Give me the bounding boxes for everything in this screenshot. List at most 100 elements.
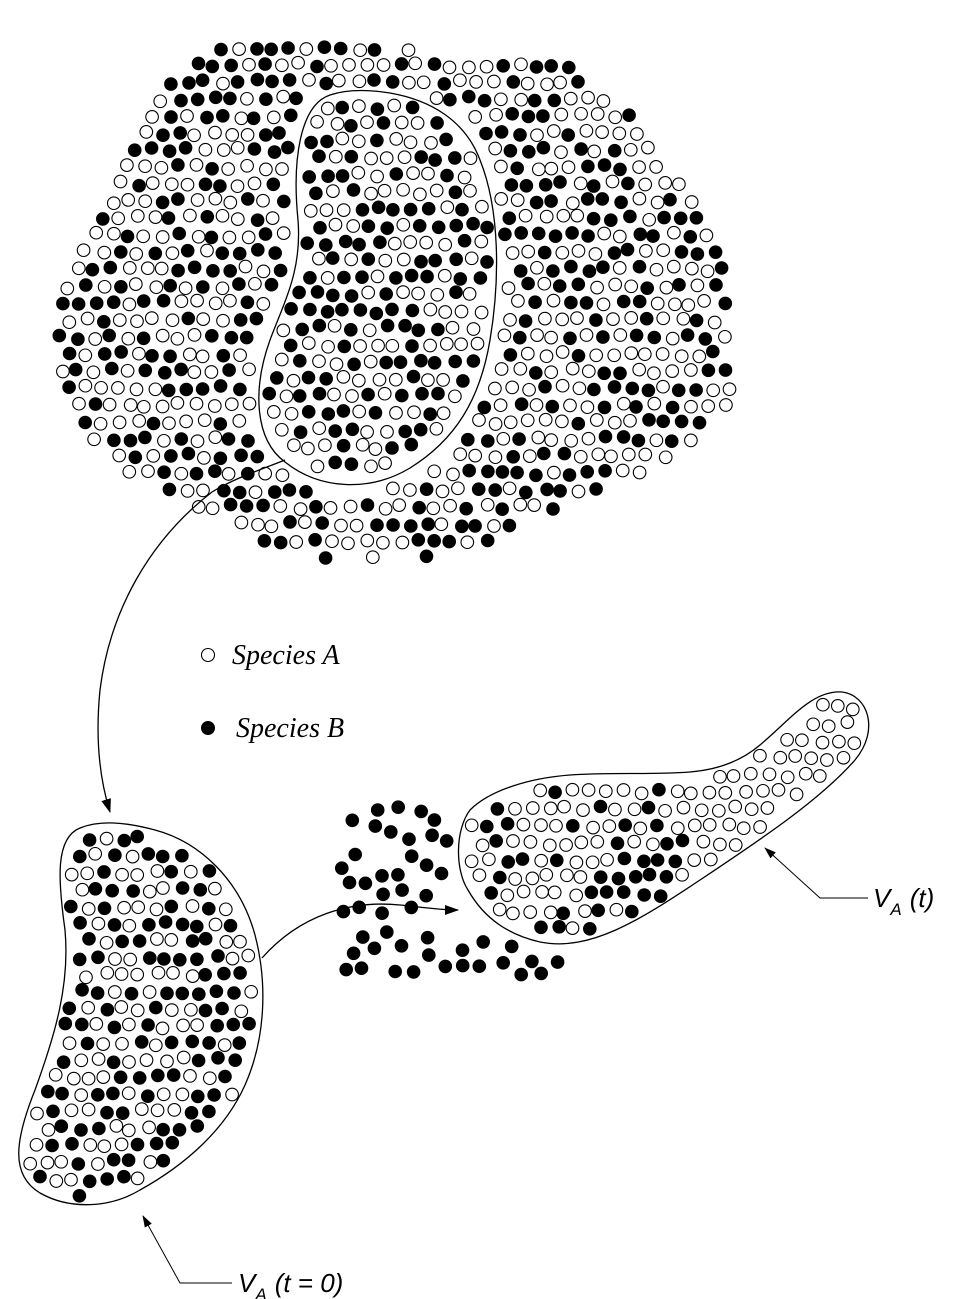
species-b-particle xyxy=(546,400,559,413)
species-b-particle xyxy=(615,196,628,209)
species-a-particle xyxy=(591,414,604,427)
species-a-particle xyxy=(88,433,101,446)
species-a-particle xyxy=(412,287,425,300)
species-a-particle xyxy=(504,314,517,327)
species-b-particle xyxy=(159,367,172,380)
species-b-particle xyxy=(658,211,671,224)
species-b-particle xyxy=(369,820,382,833)
species-a-particle xyxy=(672,822,685,835)
species-a-particle xyxy=(226,1088,239,1101)
species-b-particle xyxy=(458,234,471,247)
species-b-particle xyxy=(109,849,122,862)
species-a-particle xyxy=(476,200,489,213)
species-b-particle xyxy=(156,196,169,209)
species-b-particle xyxy=(251,43,264,56)
species-a-particle xyxy=(540,350,553,363)
species-a-particle xyxy=(79,379,92,392)
species-a-particle xyxy=(572,485,585,498)
species-a-particle xyxy=(166,314,179,327)
species-a-particle xyxy=(113,416,126,429)
species-b-particle xyxy=(259,228,272,241)
species-a-particle xyxy=(703,786,716,799)
species-a-particle xyxy=(276,59,289,72)
species-a-particle xyxy=(121,365,134,378)
species-a-particle xyxy=(320,204,333,217)
species-b-particle xyxy=(165,450,178,463)
species-b-particle xyxy=(690,314,703,327)
species-a-particle xyxy=(530,399,543,412)
species-a-particle xyxy=(729,839,742,852)
species-b-particle xyxy=(283,484,296,497)
species-a-particle xyxy=(110,1120,123,1133)
species-a-particle xyxy=(233,43,246,56)
species-a-particle xyxy=(92,1158,105,1171)
species-b-particle xyxy=(76,984,89,997)
species-b-particle xyxy=(271,372,284,385)
species-b-particle xyxy=(590,483,603,496)
species-b-particle xyxy=(617,295,630,308)
species-b-particle xyxy=(63,381,76,394)
species-b-particle xyxy=(224,919,237,932)
species-a-particle xyxy=(276,163,289,176)
species-b-particle xyxy=(163,145,176,158)
species-a-particle xyxy=(331,118,344,131)
species-a-particle xyxy=(723,383,736,396)
species-a-particle xyxy=(371,270,384,283)
species-a-particle xyxy=(564,399,577,412)
species-a-particle xyxy=(427,502,440,515)
species-a-particle xyxy=(185,865,198,878)
species-b-particle xyxy=(133,935,146,948)
species-a-particle xyxy=(463,61,476,74)
species-b-particle xyxy=(191,920,204,933)
species-a-particle xyxy=(158,435,171,448)
species-a-particle xyxy=(329,218,342,231)
species-a-particle xyxy=(155,262,168,275)
species-b-particle xyxy=(176,987,189,1000)
species-b-particle xyxy=(165,78,178,91)
species-a-particle xyxy=(639,448,652,461)
species-a-particle xyxy=(346,390,359,403)
species-a-particle xyxy=(347,220,360,233)
species-a-particle xyxy=(651,196,664,209)
species-b-particle xyxy=(473,960,486,973)
species-a-particle xyxy=(566,922,579,935)
species-b-particle xyxy=(421,270,434,283)
species-a-particle xyxy=(390,407,403,420)
species-b-particle xyxy=(582,160,595,173)
species-a-particle xyxy=(574,871,587,884)
species-a-particle xyxy=(727,770,740,783)
species-a-particle xyxy=(276,424,289,437)
species-a-particle xyxy=(180,415,193,428)
species-b-particle xyxy=(673,279,686,292)
species-b-particle xyxy=(371,804,384,817)
species-b-particle xyxy=(284,516,297,529)
species-b-particle xyxy=(675,415,688,428)
species-b-particle xyxy=(462,433,475,446)
species-a-particle xyxy=(589,248,602,261)
species-a-particle xyxy=(705,853,718,866)
species-b-particle xyxy=(506,108,519,121)
species-b-particle xyxy=(426,829,439,842)
species-a-particle xyxy=(532,431,545,444)
species-b-particle xyxy=(321,306,334,319)
species-b-particle xyxy=(407,370,420,383)
species-a-particle xyxy=(343,59,356,72)
species-a-particle xyxy=(103,398,116,411)
species-a-particle xyxy=(454,74,467,87)
species-a-particle xyxy=(205,366,218,379)
species-a-particle xyxy=(713,805,726,818)
species-b-particle xyxy=(496,466,509,479)
species-a-particle xyxy=(832,700,845,713)
species-a-particle xyxy=(146,111,159,124)
species-b-particle xyxy=(345,120,358,133)
species-b-particle xyxy=(614,367,627,380)
species-a-particle xyxy=(181,178,194,191)
species-b-particle xyxy=(669,855,682,868)
species-a-particle xyxy=(299,516,312,529)
species-a-particle xyxy=(95,382,108,395)
species-b-particle xyxy=(337,439,350,452)
species-a-particle xyxy=(597,298,610,311)
species-b-particle xyxy=(396,884,409,897)
species-a-particle xyxy=(122,194,135,207)
species-a-particle xyxy=(31,1107,44,1120)
